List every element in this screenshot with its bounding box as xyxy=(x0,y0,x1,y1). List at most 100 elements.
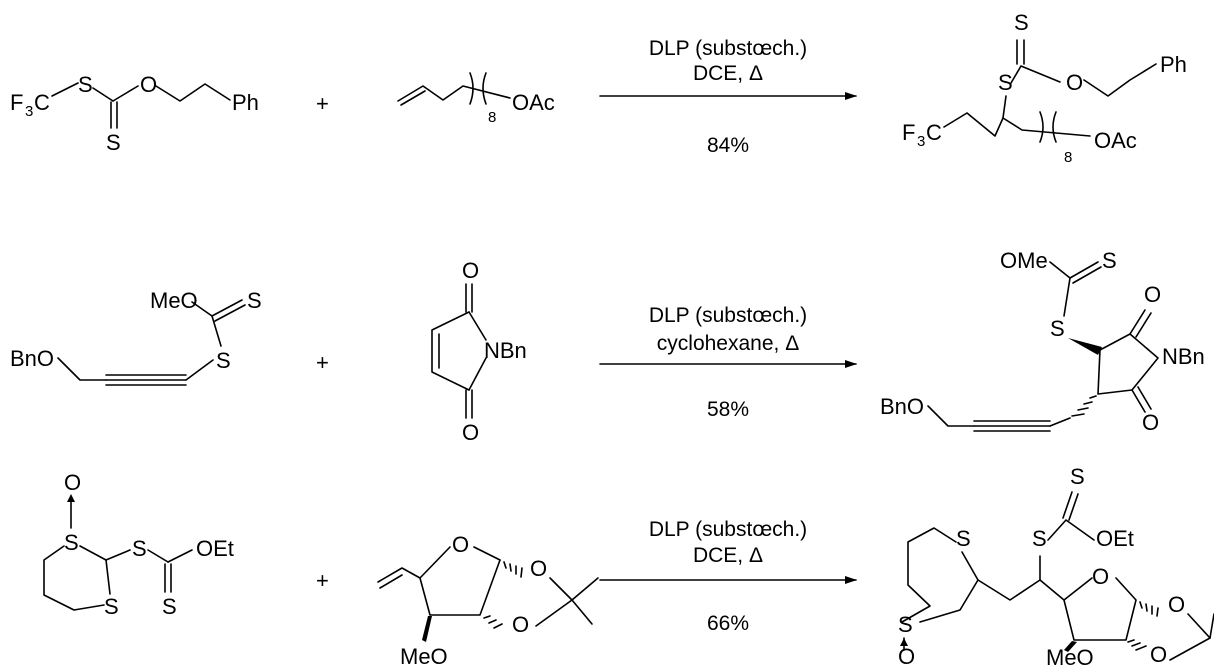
atom-label: Ph xyxy=(232,90,259,115)
bond xyxy=(51,82,79,97)
bond xyxy=(110,101,118,129)
atom-label: BnO xyxy=(10,346,54,371)
atom-label: S xyxy=(162,594,177,619)
bond xyxy=(1002,95,1007,119)
bond xyxy=(57,357,107,381)
bond xyxy=(919,551,979,623)
bond xyxy=(473,546,501,561)
bond xyxy=(1039,577,1093,601)
atom-label: S xyxy=(104,594,119,619)
atom-label: S xyxy=(64,530,79,555)
atom-label: S xyxy=(78,72,93,97)
bond xyxy=(431,311,470,391)
reaction-1-product: S S O Ph F 3 C 8 OAc xyxy=(902,10,1187,166)
bond xyxy=(105,549,131,561)
bond xyxy=(1131,386,1152,413)
bond xyxy=(469,72,474,105)
atom-label: MeO xyxy=(1046,645,1094,665)
hashed-bond xyxy=(483,615,503,629)
atom-label: O xyxy=(1168,592,1185,617)
conditions-line-2: DCE, Δ xyxy=(693,544,763,567)
bond xyxy=(1129,309,1152,338)
bond xyxy=(105,374,187,386)
bond xyxy=(191,301,213,317)
bond xyxy=(1047,519,1095,541)
wedge-bond xyxy=(1064,641,1077,652)
atom-label: O xyxy=(1066,70,1083,95)
plus-sign: + xyxy=(316,91,329,116)
atom-label: F xyxy=(902,120,915,145)
atom-subscript: 3 xyxy=(917,133,925,150)
atom-label: C xyxy=(926,120,942,145)
atom-subscript: 8 xyxy=(488,109,496,126)
atom-label: OAc xyxy=(512,90,555,115)
bond xyxy=(927,405,975,427)
atom-label: C xyxy=(34,90,50,115)
atom-label: O xyxy=(64,470,81,495)
bond xyxy=(147,549,169,563)
bond xyxy=(1049,417,1071,427)
bond xyxy=(1062,491,1079,521)
bond xyxy=(1052,111,1057,143)
atom-label: S xyxy=(1032,526,1047,551)
atom-label: OEt xyxy=(196,536,234,561)
atom-label: OMe xyxy=(1000,248,1048,273)
atom-label: NBn xyxy=(1162,344,1205,369)
bond xyxy=(1010,65,1061,84)
arrow-bond-head xyxy=(67,494,75,502)
hashed-bond xyxy=(1127,639,1147,651)
bond xyxy=(112,85,139,102)
conditions-line-1: DLP (substœch.) xyxy=(649,304,807,327)
reaction-2-reactant-1: MeO S S BnO xyxy=(10,288,262,386)
atom-label: S xyxy=(1070,464,1085,489)
atom-label: O xyxy=(1142,410,1159,435)
atom-label: S xyxy=(132,536,147,561)
atom-label: O xyxy=(530,556,547,581)
plus-sign: + xyxy=(316,568,329,593)
hashed-bond xyxy=(503,561,523,578)
bond xyxy=(1069,261,1102,284)
conditions-line-1: DLP (substœch.) xyxy=(649,37,807,60)
atom-label: BnO xyxy=(880,394,924,419)
bond xyxy=(419,559,501,616)
atom-label: S xyxy=(1102,248,1117,273)
conditions-line-2: cyclohexane, Δ xyxy=(657,332,799,355)
bond xyxy=(211,315,222,347)
bond xyxy=(1063,577,1137,641)
atom-label: S xyxy=(1014,10,1029,35)
bond xyxy=(535,577,573,627)
atom-label: MeO xyxy=(400,644,448,665)
reaction-3: O S S S OEt S + O O O MeO xyxy=(43,464,1214,665)
reaction-3-reactant-2: O O O MeO xyxy=(377,532,599,665)
atom-label: S xyxy=(247,288,262,313)
reaction-1: F 3 C S O S Ph + 8 OAc DLP (substœch.) D xyxy=(10,10,1187,166)
atom-label: O xyxy=(1092,564,1109,589)
reaction-2: MeO S S BnO + O NBn O DLP (substœch.) xyxy=(10,248,1205,445)
atom-subscript: 3 xyxy=(25,103,33,120)
atom-label: O xyxy=(452,532,469,557)
reaction-1-reactant-1: F 3 C S O S Ph xyxy=(10,72,259,155)
atom-label: O xyxy=(898,644,915,665)
bond xyxy=(1083,63,1157,97)
bond xyxy=(105,559,111,595)
atom-label: O xyxy=(140,72,157,97)
bond xyxy=(1169,613,1211,661)
bond xyxy=(167,549,193,563)
bond xyxy=(482,72,487,105)
bond xyxy=(943,112,1004,137)
plus-sign: + xyxy=(316,350,329,375)
bond xyxy=(465,389,473,419)
atom-label: O xyxy=(462,258,479,283)
yield-label: 58% xyxy=(707,398,749,421)
yield-label: 66% xyxy=(707,612,749,635)
bond xyxy=(155,83,231,102)
atom-subscript: 8 xyxy=(1064,149,1072,166)
atom-label: O xyxy=(512,612,529,637)
bond xyxy=(400,90,426,106)
wedge-bond xyxy=(422,616,432,642)
atom-label: OAc xyxy=(1094,128,1137,153)
bond xyxy=(468,311,487,341)
bond xyxy=(1002,117,1091,137)
atom-label: S xyxy=(216,348,231,373)
reaction-2-product: OMe S S O NBn O BnO xyxy=(880,248,1205,435)
